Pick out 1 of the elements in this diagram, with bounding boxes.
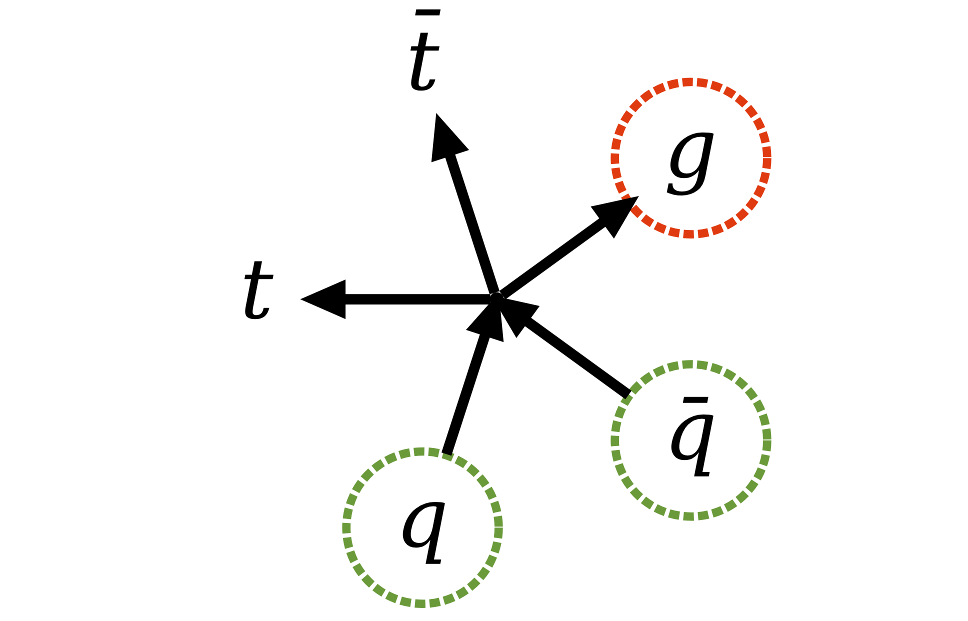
node-text: t: [240, 241, 274, 338]
